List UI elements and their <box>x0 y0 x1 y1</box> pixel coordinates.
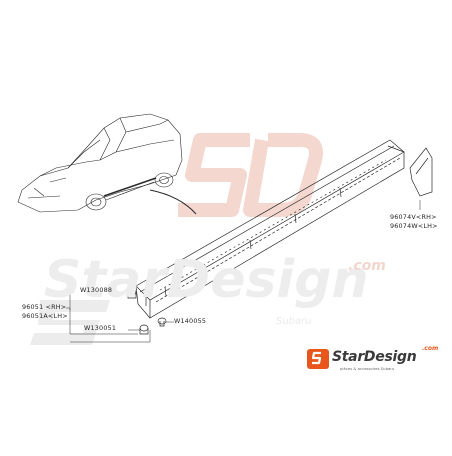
badge-brand: StarDesign <box>332 349 417 365</box>
side-skirt <box>135 139 405 319</box>
badge-tagline: pièces & accessoires Subaru <box>340 366 395 371</box>
screw-w140055 <box>157 317 167 327</box>
end-piece-label-lh: 96074W<LH> <box>390 222 438 230</box>
watermark-domain: .com <box>348 258 386 274</box>
watermark-logo <box>178 133 323 217</box>
watermark-subtitle: Subaru <box>276 316 312 327</box>
side-skirt-label-rh: 96051 <RH> <box>22 303 67 311</box>
badge-domain: .com <box>422 345 439 352</box>
end-piece <box>409 147 433 197</box>
brand-badge: StarDesign .com pièces & accessoires Sub… <box>306 345 442 376</box>
end-piece-label-rh: 96074V<RH> <box>390 213 437 221</box>
clip-bottom-label: W130051 <box>84 324 117 332</box>
clip-top-label: W130088 <box>80 286 113 294</box>
clip-w130051 <box>139 324 149 335</box>
brand-logo-icon <box>307 349 329 369</box>
watermark-brand: StarDesign <box>44 250 369 310</box>
leader-lines <box>66 200 421 343</box>
car-illustration <box>17 113 183 213</box>
side-skirt-label-lh: 96051A<LH> <box>22 312 68 320</box>
leader-curve <box>149 189 197 215</box>
screw-label: W140055 <box>174 317 207 325</box>
